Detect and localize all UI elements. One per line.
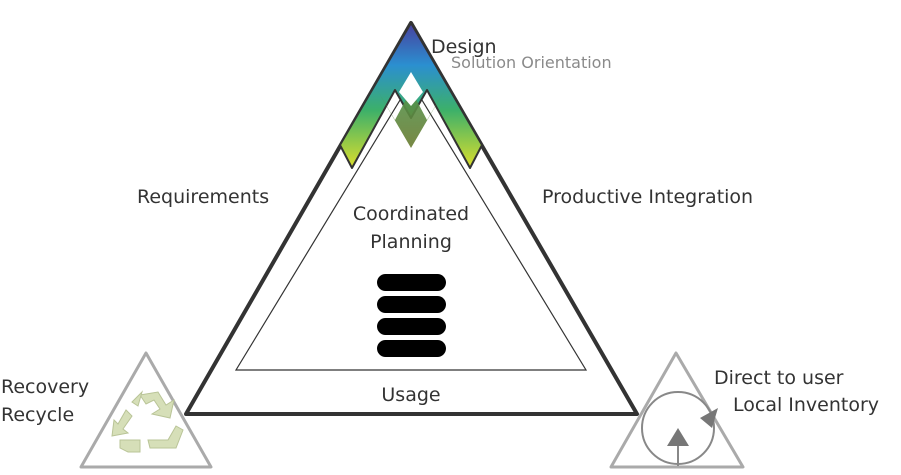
requirements-label: Requirements [137,186,269,208]
center-label-line2: Planning [370,231,452,253]
cycle-arrow-icon [700,408,718,428]
direct-to-user-label: Direct to user [714,367,844,389]
productive-integration-label: Productive Integration [542,186,753,208]
design-peak-icon [339,22,483,169]
design-subtitle: Solution Orientation [451,53,612,72]
planning-stack-icon [377,274,446,357]
usage-label: Usage [381,384,440,406]
recycle-triangle [79,351,213,469]
center-label-line1: Coordinated [353,203,469,225]
recovery-label: Recovery [1,376,89,398]
design-title: Design [431,36,497,58]
local-inventory-label: Local Inventory [733,394,879,416]
inner-triangle [234,80,588,371]
up-arrow-icon [667,428,689,446]
recycle-label: Recycle [1,404,74,426]
recycle-icon [111,390,184,453]
direct-triangle [609,351,745,469]
